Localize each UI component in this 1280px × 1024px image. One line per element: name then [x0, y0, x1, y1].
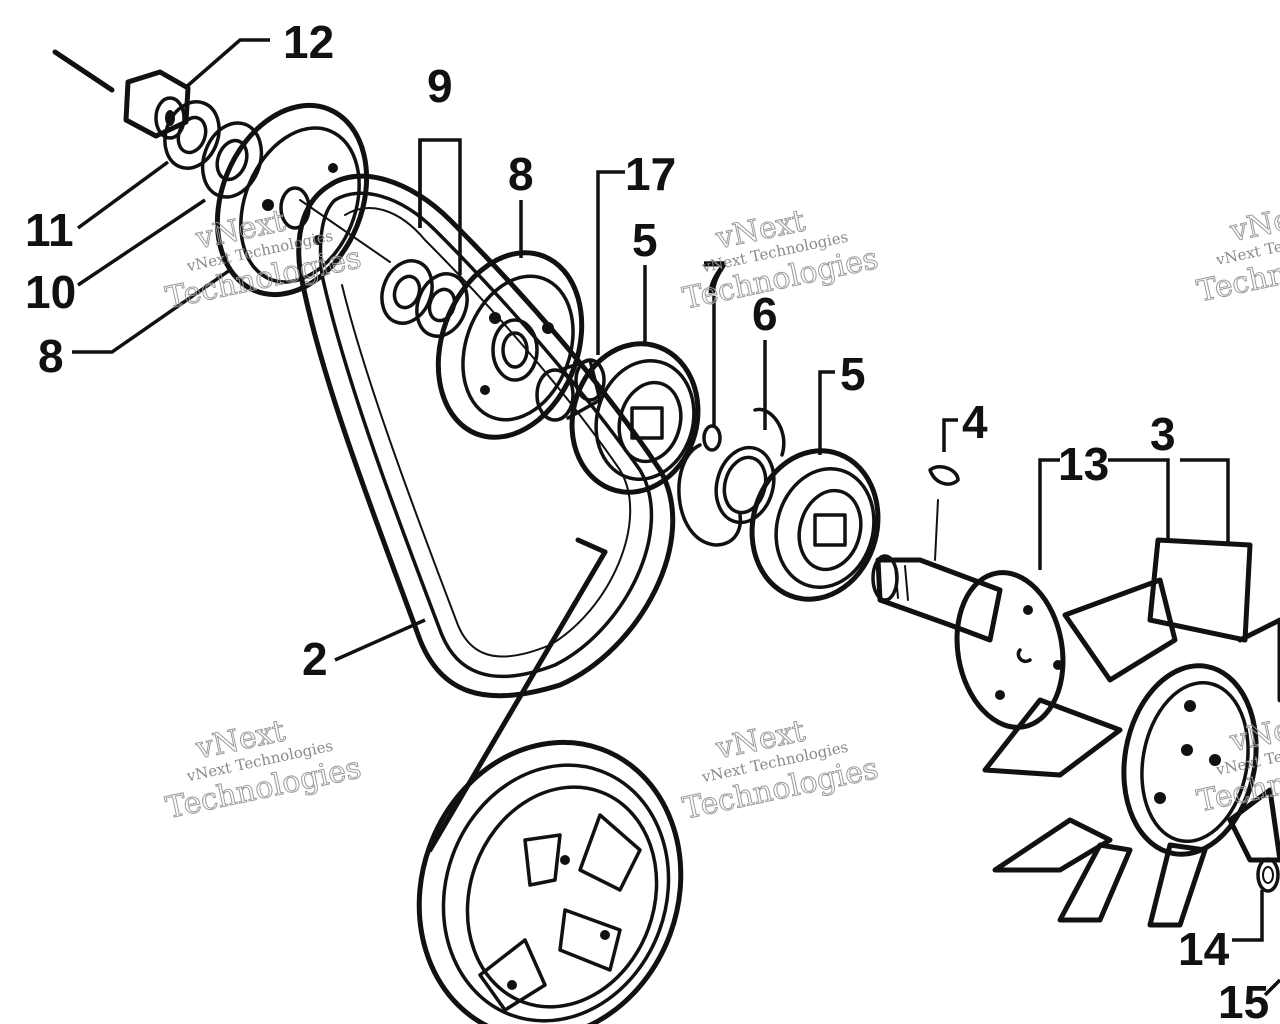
callout-6: 6	[752, 288, 778, 340]
shims-part	[380, 259, 469, 338]
callout-3: 3	[1150, 408, 1176, 460]
outer-pulley-half-part	[214, 102, 370, 298]
callout-13: 13	[1058, 438, 1109, 490]
callout-5-left: 5	[632, 214, 658, 266]
bearing-left-part	[569, 341, 701, 495]
key-part	[928, 465, 960, 561]
fan-shaft-part	[871, 554, 1003, 643]
watermark-top-left: vNext vNext Technologies Technologies	[162, 203, 364, 317]
fan-washer-part	[1256, 857, 1280, 893]
callout-11: 11	[25, 204, 74, 256]
inner-pulley-half-part	[435, 250, 585, 440]
leader-lines	[72, 38, 1280, 997]
hex-nut-part	[123, 69, 191, 140]
callout-9: 9	[427, 60, 453, 112]
shaft-axis	[52, 49, 391, 263]
callout-14: 14	[1178, 923, 1230, 975]
drive-pulley-part	[416, 739, 684, 1024]
watermark-bottom-left: vNext vNext Technologies Technologies	[162, 713, 364, 827]
callout-15: 15	[1218, 976, 1269, 1024]
spacer-part	[535, 358, 606, 422]
lock-washer-part	[163, 100, 221, 170]
fan-blades-part	[982, 537, 1280, 928]
watermark-top-right: vNext vNext Technologies Technologies	[1194, 196, 1280, 310]
callout-7: 7	[702, 251, 728, 303]
callout-4: 4	[962, 396, 988, 448]
callout-2: 2	[302, 633, 328, 685]
bearing-right-part	[749, 448, 881, 602]
callout-8-left: 8	[38, 330, 64, 382]
callout-5-right: 5	[840, 348, 866, 400]
retaining-ring-part	[714, 407, 786, 525]
watermark-bottom-center: vNext vNext Technologies Technologies	[679, 713, 881, 827]
callout-labels: 12 11 10 8 9 8 17 5 7 6 5 4 13 3 2 14 15	[25, 16, 1269, 1024]
callout-17: 17	[625, 148, 676, 200]
snap-ring-part	[677, 424, 743, 547]
callout-10: 10	[25, 266, 76, 318]
watermark-bottom-right: vNext vNext Technologies Technologies	[1194, 706, 1280, 820]
fan-hub-part	[954, 570, 1066, 730]
watermarks: vNext vNext Technologies Technologies vN…	[162, 196, 1280, 827]
watermark-top-center: vNext vNext Technologies Technologies	[679, 203, 881, 317]
v-belt-part	[296, 173, 676, 853]
callout-8-inner: 8	[508, 148, 534, 200]
callout-12: 12	[283, 16, 334, 68]
